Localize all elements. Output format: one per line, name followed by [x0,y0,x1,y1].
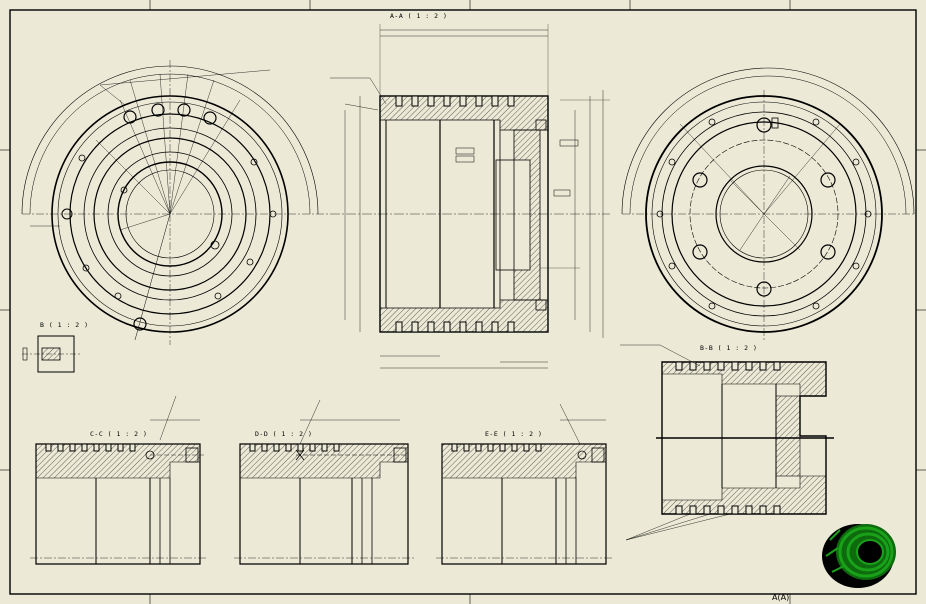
front-view-left [21,60,330,345]
section-ee: E-E ( 1 : 2 ) [436,403,612,565]
isometric-view [822,524,896,588]
section-dd-title: D-D ( 1 : 2 ) [255,430,312,438]
section-ee-title: E-E ( 1 : 2 ) [485,430,542,438]
detail-b: B ( 1 : 2 ) [22,321,89,373]
section-cc-title: C-C ( 1 : 2 ) [90,430,147,438]
section-dd: D-D ( 1 : 2 ) [234,399,414,565]
section-bb-title: B-B ( 1 : 2 ) [700,344,757,352]
section-aa: A-A ( 1 : 2 ) [330,12,610,369]
front-view-right [621,67,915,340]
section-bb: B-B ( 1 : 2 ) [620,344,834,541]
iso-label: A(A) [772,593,789,602]
section-cc: C-C ( 1 : 2 ) [30,395,206,565]
section-aa-title: A-A ( 1 : 2 ) [390,12,447,20]
detail-b-title: B ( 1 : 2 ) [40,321,89,329]
